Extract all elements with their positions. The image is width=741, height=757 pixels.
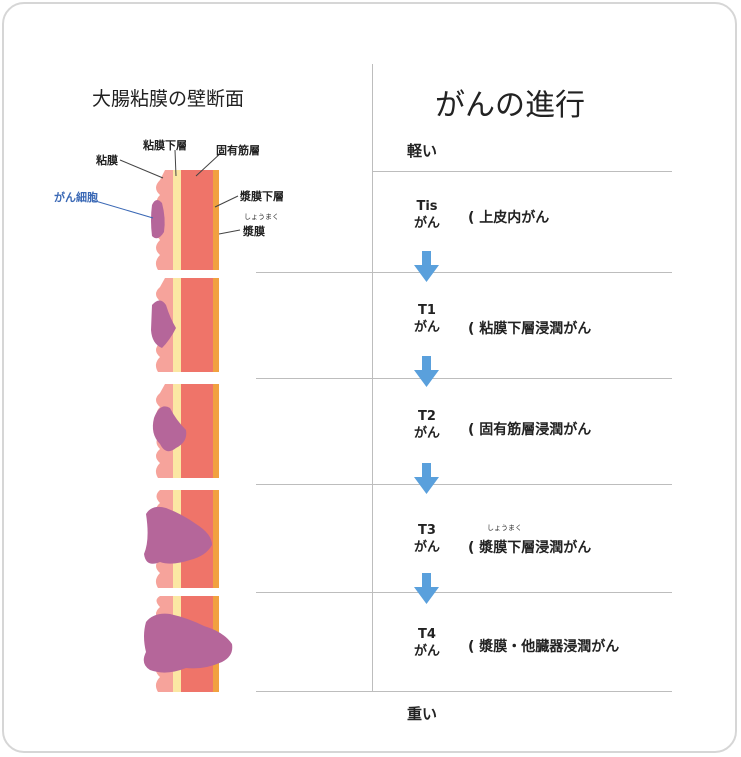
mucosa-label: 粘膜 (96, 154, 118, 167)
stage-code-t2: T2 がん (407, 408, 447, 442)
stage-code: T4 (418, 627, 436, 642)
severity-heavy-label: 重い (407, 705, 438, 723)
column-divider (372, 64, 373, 691)
open-paren: ( (468, 422, 475, 438)
stage-code-tis: Tis がん (407, 198, 447, 232)
row-divider-0 (372, 171, 672, 172)
row-divider-2 (256, 378, 672, 379)
stage-suffix: がん (413, 426, 440, 441)
stage-description: 粘膜下層浸潤がん (479, 321, 592, 337)
tumor-t4 (143, 613, 233, 673)
open-paren: ( (468, 540, 475, 556)
stage-description: 漿膜下層浸潤がん (479, 540, 592, 556)
stage-description: 固有筋層浸潤がん (479, 422, 592, 438)
open-paren: ( (468, 321, 475, 337)
stage-code: Tis (416, 199, 438, 214)
cancer-cell-label: がん細胞 (54, 191, 98, 204)
severity-light-label: 軽い (407, 142, 438, 160)
stage-code: T1 (418, 303, 436, 318)
stage-desc-t2: ( 固有筋層浸潤がん (468, 419, 591, 439)
serosa-ruby: しょうまく (244, 213, 279, 221)
subserosa-label: 漿膜下層 (240, 190, 284, 203)
open-paren: ( (468, 639, 475, 655)
wall-section-t2 (152, 384, 219, 478)
tumor-tis (151, 199, 165, 239)
stage-description: 漿膜・他臓器浸潤がん (479, 639, 620, 655)
serosa-label: 漿膜 (243, 225, 265, 238)
open-paren: ( (468, 210, 475, 226)
tumor-t1 (151, 300, 176, 348)
stage-t3-ruby: しょうまく (487, 524, 522, 532)
progression-title: がんの進行 (435, 88, 585, 123)
stage-suffix: がん (413, 216, 440, 231)
submucosa-label: 粘膜下層 (143, 139, 187, 152)
stage-desc-t4: ( 漿膜・他臓器浸潤がん (468, 636, 619, 656)
stage-code: T3 (418, 523, 436, 538)
wall-section-title: 大腸粘膜の壁断面 (92, 88, 245, 110)
tumor-t3 (144, 506, 212, 564)
muscularis-label: 固有筋層 (216, 144, 260, 157)
cancer-cell-leader-line (91, 199, 154, 219)
stage-desc-t3: ( 漿膜下層浸潤がん (468, 537, 591, 557)
stage-suffix: がん (413, 320, 440, 335)
stage-desc-t1: ( 粘膜下層浸潤がん (468, 318, 591, 338)
stage-code-t3: T3 がん (407, 522, 447, 556)
progression-arrows (414, 251, 439, 604)
stage-suffix: がん (413, 644, 440, 659)
row-divider-5 (256, 691, 672, 692)
stage-suffix: がん (413, 540, 440, 555)
stage-code: T2 (418, 409, 436, 424)
label-leader-lines (119, 149, 241, 235)
stage-desc-tis: ( 上皮内がん (468, 207, 549, 227)
wall-section-t3 (144, 490, 219, 588)
tumor-t2 (152, 406, 187, 452)
row-divider-1 (256, 272, 672, 273)
wall-section-t4 (143, 596, 233, 692)
stage-code-t4: T4 がん (407, 626, 447, 660)
row-divider-4 (256, 592, 672, 593)
row-divider-3 (256, 484, 672, 485)
wall-section-t1 (151, 278, 219, 372)
stage-description: 上皮内がん (479, 210, 550, 226)
wall-section-tis (151, 170, 219, 270)
stage-code-t1: T1 がん (407, 302, 447, 336)
